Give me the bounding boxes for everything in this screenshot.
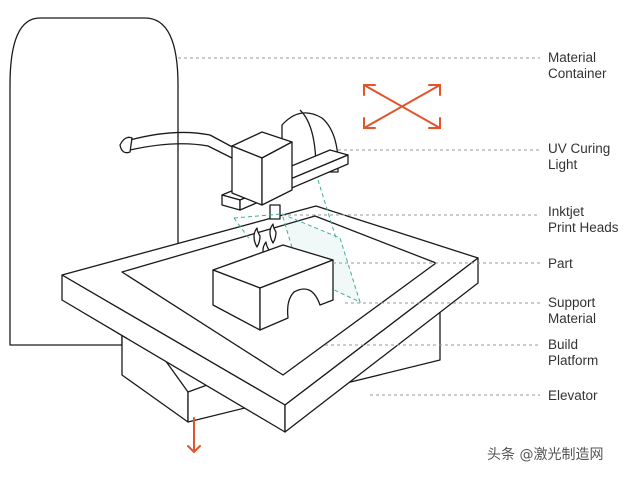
label-elevator: Elevator [548, 388, 598, 403]
leader-lines [178, 57, 540, 396]
down-arrow-icon [187, 417, 201, 454]
watermark: 头条 @激光制造网 [487, 447, 604, 463]
label-material-container: Material Container [548, 50, 607, 81]
label-inkjet-print-heads: Inktjet Print Heads [548, 204, 619, 235]
inkjet-print-heads [231, 131, 293, 220]
diagonal-double-arrow-icon [363, 84, 441, 129]
label-build-platform: Build Platform [548, 337, 599, 368]
label-support-material: Support Material [548, 295, 597, 326]
feed-tube [119, 131, 239, 161]
label-part: Part [548, 256, 573, 271]
label-uv-curing-light: UV Curing Light [548, 141, 611, 172]
part [212, 244, 334, 331]
